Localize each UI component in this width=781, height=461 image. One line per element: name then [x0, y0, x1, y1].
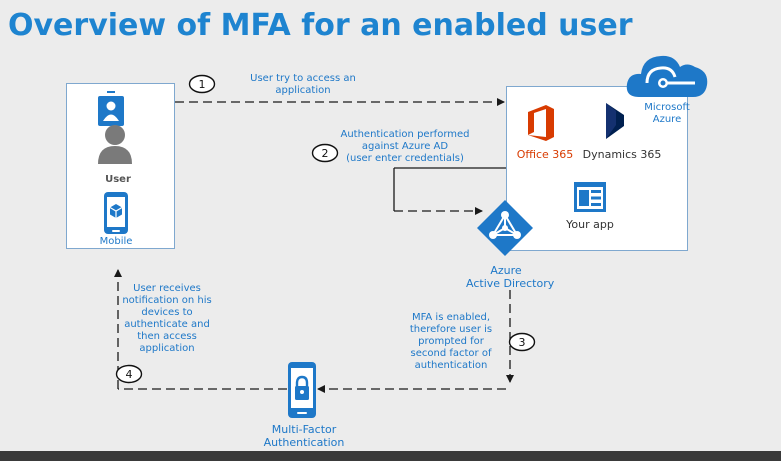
- azure-ad-line1: Azure: [490, 264, 522, 277]
- azure-services-panel: [506, 86, 688, 251]
- office-365-label: Office 365: [516, 148, 574, 161]
- step-4-line: then access: [137, 331, 197, 342]
- step-2-line: (user enter credentials): [346, 153, 464, 164]
- step-2-line: against Azure AD: [361, 141, 449, 152]
- office-365-icon: [528, 105, 554, 141]
- dynamics-365-label: Dynamics 365: [582, 148, 662, 161]
- mobile-phone-icon: [104, 192, 128, 234]
- step-1-number: 1: [199, 78, 206, 91]
- microsoft-azure-line1: Microsoft: [644, 102, 690, 113]
- mobile-label: Mobile: [99, 236, 133, 247]
- azure-ad-label: Azure Active Directory: [466, 264, 555, 290]
- step-4-number: 4: [126, 368, 133, 381]
- mfa-label: Multi-Factor Authentication: [256, 423, 352, 449]
- badge-icon: [98, 91, 124, 126]
- mfa-line2: Authentication: [263, 436, 345, 449]
- bottom-bar: [0, 451, 781, 461]
- your-app-icon: [574, 182, 606, 212]
- step-4-line: authenticate and: [124, 319, 210, 330]
- step-3-line: MFA is enabled,: [411, 312, 491, 323]
- microsoft-azure-line2: Azure: [652, 114, 682, 125]
- azure-cloud-icon: [626, 55, 708, 97]
- azure-ad-line2: Active Directory: [466, 277, 555, 290]
- step-3-number: 3: [519, 336, 526, 349]
- step-1-line: User try to access an: [250, 73, 356, 84]
- step-2-marker: 2: [311, 143, 339, 163]
- step-4-line: devices to: [141, 307, 193, 318]
- step-4-line: notification on his: [122, 295, 212, 306]
- step-3-line: second factor of: [410, 348, 492, 359]
- your-app-label: Your app: [566, 218, 614, 231]
- user-label: User: [105, 174, 131, 185]
- step-3-line: therefore user is: [409, 324, 493, 335]
- step-4-marker: 4: [115, 364, 143, 384]
- mfa-line1: Multi-Factor: [271, 423, 337, 436]
- page-title: Overview of MFA for an enabled user: [8, 8, 633, 43]
- step-2-line: Authentication performed: [340, 129, 470, 140]
- step-4-line: User receives: [133, 283, 201, 294]
- mfa-phone-icon: [288, 362, 316, 418]
- dynamics-365-icon: [606, 103, 624, 139]
- step-4-line: application: [139, 343, 195, 354]
- step-3-line: prompted for: [418, 336, 484, 347]
- step-1-line: application: [275, 85, 331, 96]
- step-3-marker: 3: [508, 332, 536, 352]
- user-silhouette-icon: [98, 125, 132, 164]
- microsoft-azure-label: Microsoft Azure: [638, 102, 696, 126]
- step-1-marker: 1: [188, 74, 216, 94]
- step-2-number: 2: [322, 147, 329, 160]
- step-3-line: authentication: [414, 360, 488, 371]
- azure-ad-icon: [477, 200, 533, 256]
